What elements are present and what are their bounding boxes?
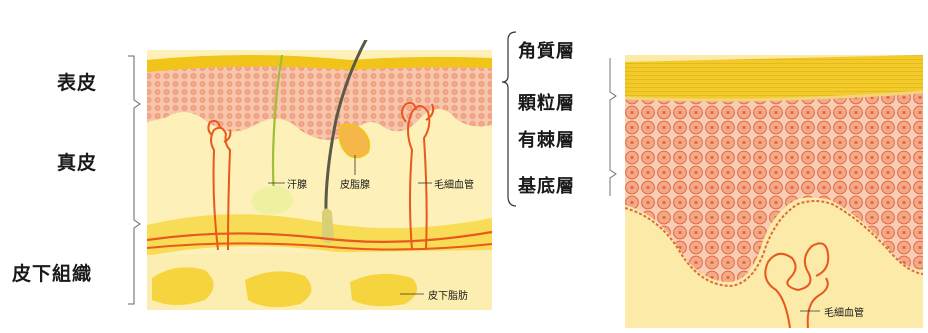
label-subcutis: 皮下組織 xyxy=(12,259,92,286)
label-subcutaneous-fat: 皮下脂肪 xyxy=(428,287,468,302)
label-sebaceous-gland: 皮脂腺 xyxy=(340,176,370,191)
stratum-corneum-right xyxy=(625,55,923,100)
label-dermis: 真皮 xyxy=(57,148,97,175)
label-stratum-spinosum: 有棘層 xyxy=(518,126,575,152)
fat-lobule xyxy=(245,271,311,307)
fat-lobule xyxy=(152,267,214,305)
fat-lobule xyxy=(350,274,417,306)
right-sub-brackets xyxy=(610,58,616,196)
right-layer-bracket xyxy=(502,32,516,206)
label-stratum-granulosum: 顆粒層 xyxy=(518,89,575,115)
left-skin-illustration xyxy=(147,10,492,310)
right-skin-illustration xyxy=(625,55,923,328)
label-capillary-right: 毛細血管 xyxy=(824,304,864,319)
label-stratum-corneum: 角質層 xyxy=(518,37,575,63)
label-stratum-basale: 基底層 xyxy=(518,172,575,198)
label-epidermis: 表皮 xyxy=(57,68,97,95)
label-sweat-gland: 汗腺 xyxy=(287,176,307,191)
left-layer-brace xyxy=(128,56,140,304)
label-capillary: 毛細血管 xyxy=(434,176,474,191)
